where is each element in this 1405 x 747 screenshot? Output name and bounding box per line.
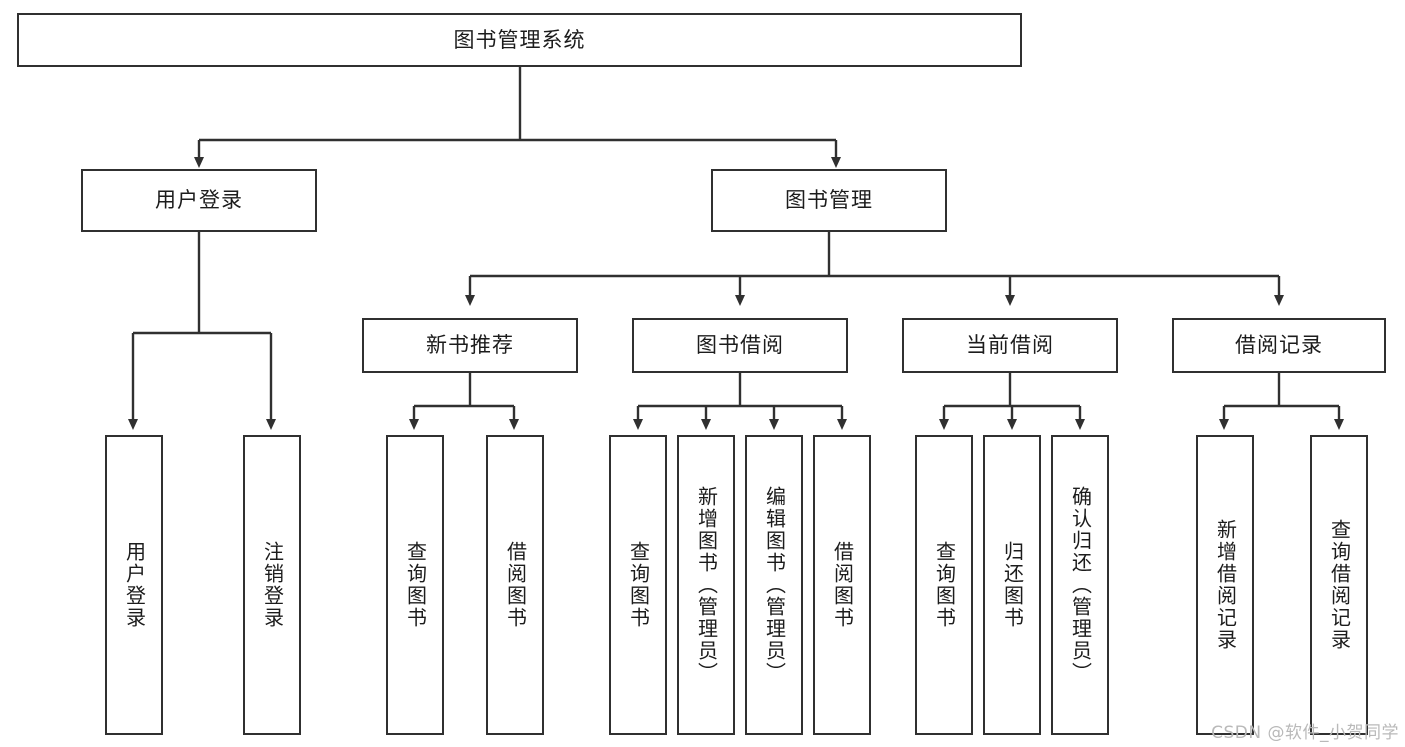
leaf-borrow-borrow-book[interactable]: 借阅图书 <box>813 435 871 735</box>
leaf-logout-label: 注销登录 <box>260 541 285 629</box>
leaf-borrow-borrow-book-label: 借阅图书 <box>830 541 855 629</box>
node-user-login[interactable]: 用户登录 <box>81 169 317 232</box>
node-book-borrow-label: 图书借阅 <box>696 333 784 358</box>
leaf-record-add-label: 新增借阅记录 <box>1213 519 1238 651</box>
leaf-borrow-edit-book-label: 编辑图书（管理员） <box>762 486 787 684</box>
node-book-borrow[interactable]: 图书借阅 <box>632 318 848 373</box>
leaf-recommend-query-book[interactable]: 查询图书 <box>386 435 444 735</box>
leaf-borrow-query-book[interactable]: 查询图书 <box>609 435 667 735</box>
leaf-record-query-label: 查询借阅记录 <box>1327 519 1352 651</box>
leaf-current-confirm-return-label: 确认归还（管理员） <box>1068 486 1093 684</box>
node-root-label: 图书管理系统 <box>453 27 586 52</box>
node-book-management-label: 图书管理 <box>785 188 873 213</box>
leaf-borrow-add-book[interactable]: 新增图书（管理员） <box>677 435 735 735</box>
leaf-recommend-borrow-book[interactable]: 借阅图书 <box>486 435 544 735</box>
leaf-user-login-label: 用户登录 <box>122 541 147 629</box>
node-current-borrow-label: 当前借阅 <box>966 333 1054 358</box>
leaf-recommend-query-book-label: 查询图书 <box>403 541 428 629</box>
leaf-logout[interactable]: 注销登录 <box>243 435 301 735</box>
leaf-current-query-book-label: 查询图书 <box>932 541 957 629</box>
leaf-borrow-query-book-label: 查询图书 <box>626 541 651 629</box>
leaf-current-return-book-label: 归还图书 <box>1000 541 1025 629</box>
node-user-login-label: 用户登录 <box>155 188 243 213</box>
leaf-recommend-borrow-book-label: 借阅图书 <box>503 541 528 629</box>
leaf-current-confirm-return[interactable]: 确认归还（管理员） <box>1051 435 1109 735</box>
leaf-current-query-book[interactable]: 查询图书 <box>915 435 973 735</box>
leaf-current-return-book[interactable]: 归还图书 <box>983 435 1041 735</box>
node-new-book-recommend[interactable]: 新书推荐 <box>362 318 578 373</box>
leaf-record-query[interactable]: 查询借阅记录 <box>1310 435 1368 735</box>
leaf-borrow-add-book-label: 新增图书（管理员） <box>694 486 719 684</box>
node-current-borrow[interactable]: 当前借阅 <box>902 318 1118 373</box>
node-root[interactable]: 图书管理系统 <box>17 13 1022 67</box>
node-borrow-record-label: 借阅记录 <box>1235 333 1323 358</box>
csdn-watermark: CSDN @软件_小贺同学 <box>1211 723 1399 743</box>
leaf-borrow-edit-book[interactable]: 编辑图书（管理员） <box>745 435 803 735</box>
leaf-user-login[interactable]: 用户登录 <box>105 435 163 735</box>
node-book-management[interactable]: 图书管理 <box>711 169 947 232</box>
node-borrow-record[interactable]: 借阅记录 <box>1172 318 1386 373</box>
leaf-record-add[interactable]: 新增借阅记录 <box>1196 435 1254 735</box>
node-new-book-recommend-label: 新书推荐 <box>426 333 514 358</box>
